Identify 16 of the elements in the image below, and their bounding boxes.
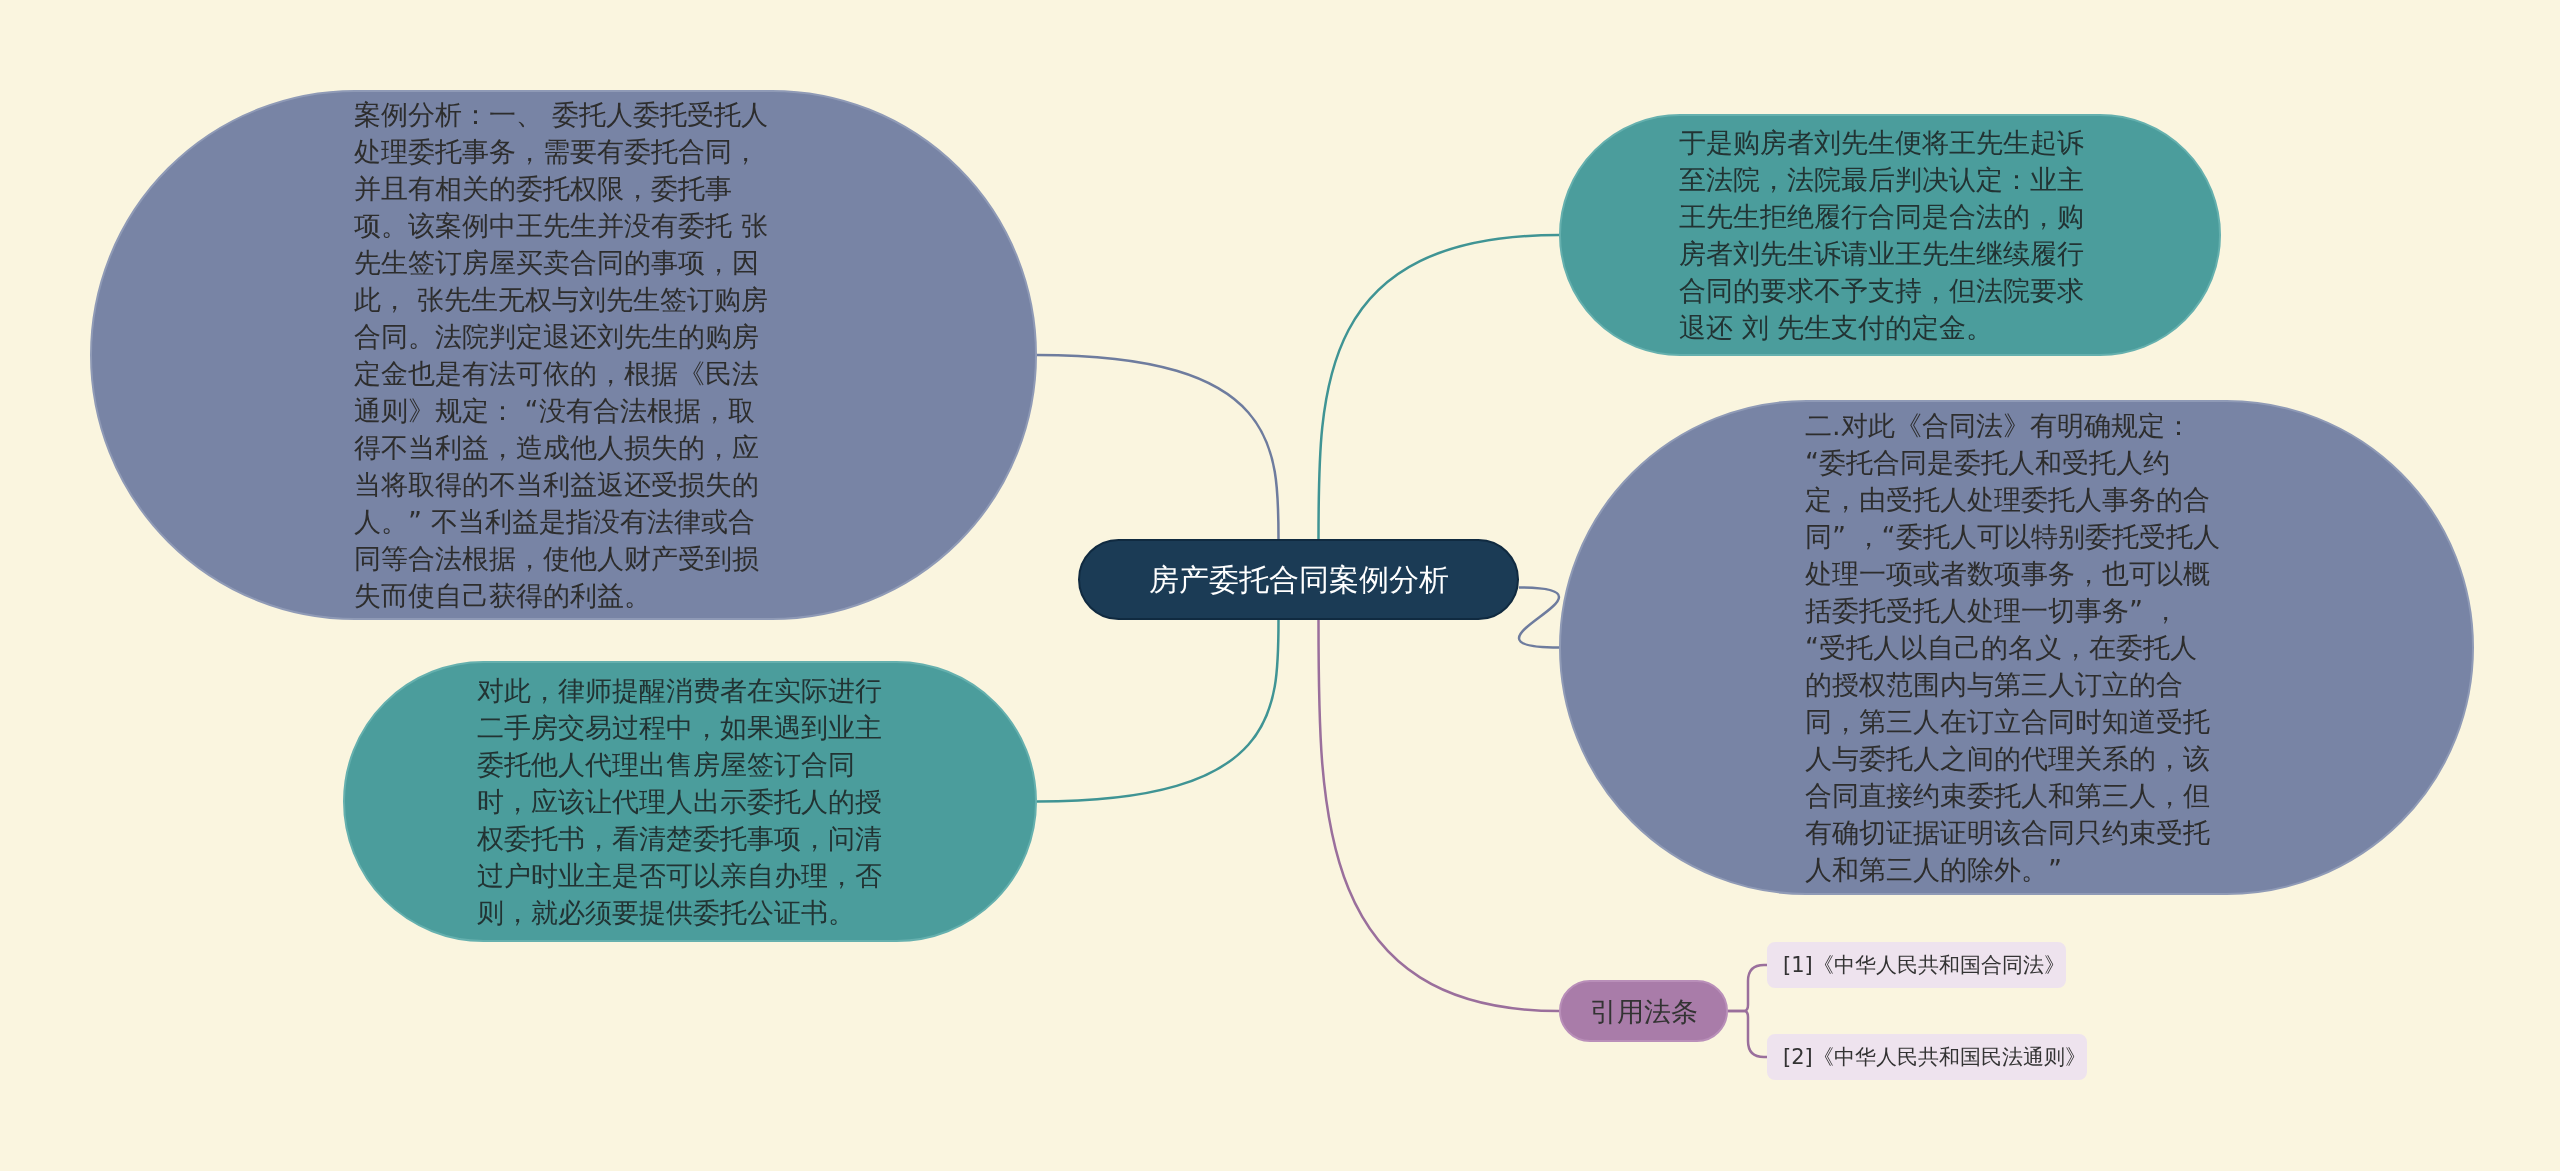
node-text: [1]《中华人民共和国合同法》 [1783, 952, 2065, 979]
node-text: 对此，律师提醒消费者在实际进行二手房交易过程中，如果遇到业主委托他人代理出售房屋签订合同时，应该让代理人出示委托人的授权委托书，看清楚委托事项，问清过户时业主是否可以亲自办理，否则，就必须要提供委托公证书。 [477, 674, 883, 930]
connector-line [1317, 620, 1560, 1013]
connector-line [1036, 353, 1280, 539]
node-text: 二.对此《合同法》有明确规定： “委托合同是委托人和受托人约定，由受托人处理委托人事务的合同” ，“委托人可以特别委托受托人处理一项或者数项事务，也可以概括委托受托人处理一切事务” ， “受托人以自己的名义，在委托人的授权范围内与第三人订立的合同，第三人在订立合同时知道受托人与委托人之间的代理关系的，该合同直接约束委托人和第三人，但有确切证据证明该合同只约束受托人和第三人的除外。” [1805, 409, 2221, 887]
reference-box [1767, 1034, 2087, 1080]
node-text: 引用法条 [1589, 994, 1698, 1029]
connector-line [1728, 1009, 1767, 1059]
connector-line [1518, 586, 1560, 649]
connector-line [1036, 620, 1280, 803]
connector-line [1317, 233, 1560, 539]
reference-box [1767, 942, 2066, 988]
node-text: 案例分析：一、 委托人委托受托人处理委托事务，需要有委托合同，并且有相关的委托权限，委托事项。该案例中王先生并没有委托 张先生签订房屋买卖合同的事项，因此， 张先生无权与刘先生签订购房合同。法院判定退还刘先生的购房定金也是有法可依的，根据《民法通则》规定： “没有合法根据，取得不当利益，造成他人损失的，应当将取得的不当利益返还受损失的人。” 不当利益是指没有法律或合同等合法根据，使他人财产受到损失而使自己获得的利益。 [354, 98, 769, 613]
node-text: [2]《中华人民共和国民法通则》 [1783, 1044, 2086, 1071]
node-text: 房产委托合同案例分析 [1148, 560, 1449, 599]
node-text: 于是购房者刘先生便将王先生起诉至法院，法院最后判决认定：业主王先生拒绝履行合同是合法的，购房者刘先生诉请业王先生继续履行合同的要求不予支持，但法院要求退还 刘 先生支付的定金。 [1679, 126, 2085, 345]
